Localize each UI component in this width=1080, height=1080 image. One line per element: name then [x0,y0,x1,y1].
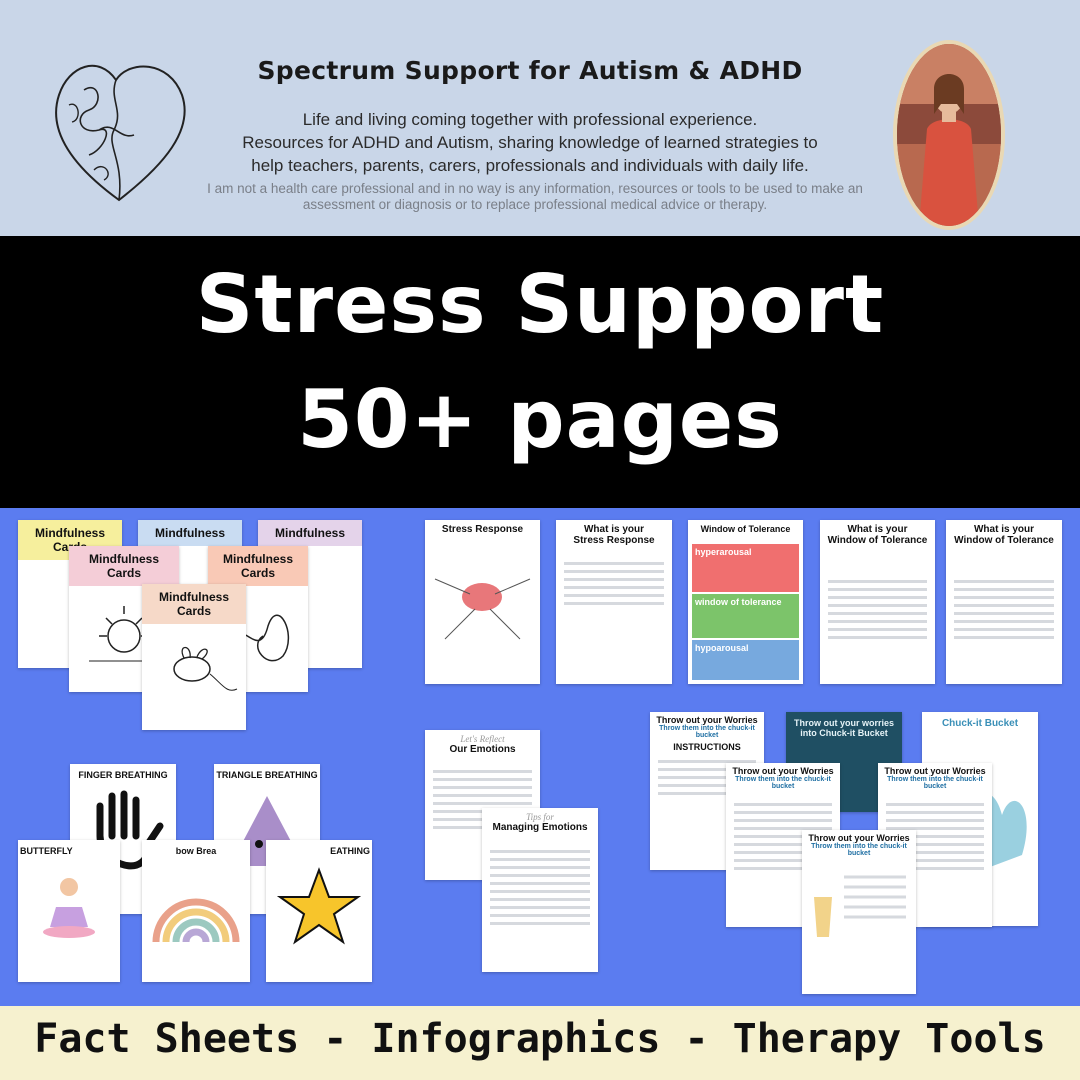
mindfulness-card-4-title: Mindfulness Cards [69,546,179,586]
author-portrait [893,40,1005,230]
stress-response-page: Stress Response [425,520,540,684]
disclaimer-line-1: I am not a health care professional and … [207,181,863,196]
worries-page-4: Throw out your Worries Throw them into t… [802,830,916,994]
star-breathing-card: EATHING [266,840,372,982]
mindfulness-card-6: Mindfulness Cards [142,584,246,730]
tagline-line-2: Resources for ADHD and Autism, sharing k… [242,133,818,152]
writing-lines [954,580,1054,644]
tagline-line-1: Life and living coming together with pro… [302,110,758,129]
hyperarousal-band: hyperarousal [692,544,799,592]
worries-4-title: Throw out your Worries [808,833,910,843]
disclaimer-line-2: assessment or diagnosis or to replace pr… [302,197,768,212]
disclaimer: I am not a health care professional and … [200,181,870,213]
what-window-page-1: What is your Window of Tolerance [820,520,935,684]
brain-icon [434,578,531,640]
worries-instr-title: Throw out your Worries [656,715,758,725]
hand-icon [96,790,164,885]
hypoarousal-band: hypoarousal [692,640,799,680]
what-window-page-2: What is your Window of Tolerance [946,520,1062,684]
what-window-2-title: What is your Window of Tolerance [946,520,1062,550]
star-icon [276,867,362,945]
stress-response-title: Stress Response [441,524,524,535]
emotions-pre: Let's Reflect [460,734,505,744]
window-of-tolerance-page: Window of Tolerance hyperarousal window … [688,520,803,684]
bucket-poster-title: Throw out your worries into Chuck-it Buc… [793,718,894,738]
butterfly-card: BUTTERFLY [18,840,120,982]
emotions-title: Our Emotions [449,744,516,755]
content-lines [734,803,832,875]
mindfulness-card-5-title: Mindfulness Cards [208,546,308,586]
bucket-icon [814,875,906,937]
worries-4-sub: Throw them into the chuck-it bucket [811,843,907,857]
star-breathing-title: EATHING [330,846,370,856]
worries-2-title: Throw out your Worries [732,766,834,776]
instructions-heading: INSTRUCTIONS [673,742,741,752]
writing-lines [564,562,664,610]
what-window-2-title-2: Window of Tolerance [954,535,1054,546]
footer [0,1006,1080,1080]
brand-title: Spectrum Support for Autism & ADHD [257,56,803,85]
mindfulness-card-6-title: Mindfulness Cards [142,584,246,624]
footer-text: Fact Sheets - Infographics - Therapy Too… [34,1016,1046,1062]
worries-3-sub: Throw them into the chuck-it bucket [887,776,983,790]
worries-2-sub: Throw them into the chuck-it bucket [735,776,831,790]
what-stress-title: What is your Stress Response [556,520,672,550]
what-stress-title-2: Stress Response [573,535,655,546]
managing-title: Managing Emotions [492,822,588,833]
chuck-it-title: Chuck-it Bucket [941,718,1019,729]
tagline-line-3: help teachers, parents, carers, professi… [251,156,809,175]
worries-3-title: Throw out your Worries [884,766,986,776]
managing-emotions-page: Tips for Managing Emotions [482,808,598,972]
writing-lines [828,580,927,644]
what-window-1-title: What is your Window of Tolerance [820,520,935,550]
content-lines [658,760,756,800]
tagline: Life and living coming together with pro… [205,108,855,177]
triangle-breathing-title: TRIANGLE BREATHING [216,770,318,780]
managing-pre: Tips for [526,812,554,822]
rainbow-icon [152,898,240,943]
what-window-1-title-1: What is your [847,524,908,535]
content-lines [490,850,590,930]
what-stress-response-page: What is your Stress Response [556,520,672,684]
window-tolerance-title: Window of Tolerance [700,524,791,534]
what-window-2-title-1: What is your [973,524,1034,535]
mindfulness-card-3-title: Mindfulness [258,520,362,546]
bee-doodle-icon [173,646,238,691]
content-lines [886,803,984,875]
rainbow-breathing-title: bow Brea [175,846,217,856]
window-band: window of tolerance [692,594,799,638]
what-stress-title-1: What is your [583,524,644,535]
banner-subtitle: 50+ pages [297,373,783,466]
worries-instr-sub: Throw them into the chuck-it bucket [659,725,755,739]
banner-title: Stress Support [195,258,885,351]
butterfly-title: BUTTERFLY [20,846,73,856]
mindfulness-card-2-title: Mindfulness [138,520,242,546]
brain-heart-logo [55,64,186,202]
title-banner [0,236,1080,508]
what-window-1-title-2: Window of Tolerance [827,535,928,546]
finger-breathing-title: FINGER BREATHING [78,770,168,780]
rainbow-breathing-card: bow Brea [142,840,250,982]
girl-meditating-icon [43,878,95,938]
